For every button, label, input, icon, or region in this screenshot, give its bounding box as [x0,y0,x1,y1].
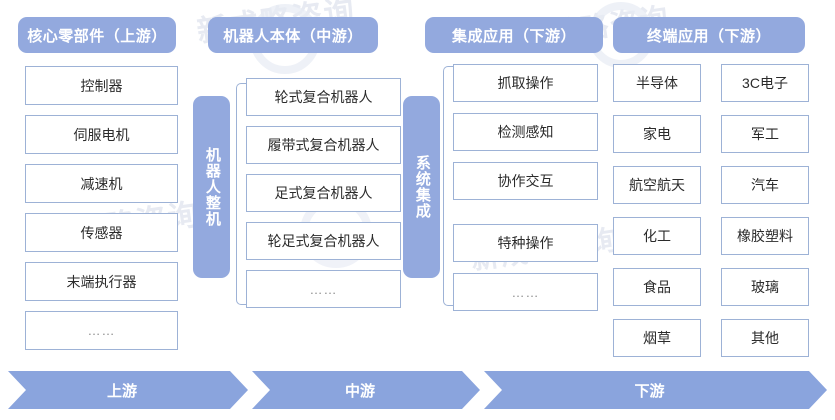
bracket-connector-integration [443,66,453,306]
side-label-robot-body-text: 机器人整机 [203,147,221,227]
item-box-integration[interactable]: 协作交互 [453,162,598,200]
column-header-upstream: 核心零部件（上游） [18,17,176,53]
item-box-midstream-ellipsis[interactable]: …… [246,270,401,308]
item-box-upstream-ellipsis[interactable]: …… [25,311,178,350]
flow-segment-midstream: 中游 [252,371,480,409]
item-box-terminal-right[interactable]: 军工 [721,115,809,153]
item-box-midstream[interactable]: 足式复合机器人 [246,174,401,212]
column-header-integration: 集成应用（下游） [425,17,603,53]
item-box-upstream[interactable]: 伺服电机 [25,115,178,154]
item-box-upstream[interactable]: 传感器 [25,213,178,252]
item-box-integration[interactable]: 抓取操作 [453,64,598,102]
item-box-terminal-left[interactable]: 烟草 [613,319,701,357]
column-header-midstream: 机器人本体（中游） [208,17,378,53]
side-label-system-integration-text: 系统集成 [413,155,431,219]
item-box-terminal-left[interactable]: 食品 [613,268,701,306]
item-box-terminal-left[interactable]: 航空航天 [613,166,701,204]
item-box-terminal-right[interactable]: 玻璃 [721,268,809,306]
item-box-terminal-right[interactable]: 汽车 [721,166,809,204]
item-box-terminal-left[interactable]: 家电 [613,115,701,153]
item-box-integration[interactable]: 检测感知 [453,113,598,151]
item-box-integration[interactable]: 特种操作 [453,224,598,262]
item-box-terminal-left[interactable]: 半导体 [613,64,701,102]
item-box-upstream[interactable]: 末端执行器 [25,262,178,301]
side-label-system-integration: 系统集成 [403,96,440,278]
item-box-midstream[interactable]: 轮足式复合机器人 [246,222,401,260]
item-box-terminal-right[interactable]: 橡胶塑料 [721,217,809,255]
item-box-upstream[interactable]: 减速机 [25,164,178,203]
flow-segment-downstream: 下游 [484,371,827,409]
item-box-midstream[interactable]: 轮式复合机器人 [246,78,401,116]
flow-segment-midstream-label: 中游 [344,382,375,400]
column-header-terminal: 终端应用（下游） [613,17,805,53]
item-box-terminal-right[interactable]: 其他 [721,319,809,357]
item-box-upstream[interactable]: 控制器 [25,66,178,105]
side-label-robot-body: 机器人整机 [193,96,230,278]
item-box-terminal-left[interactable]: 化工 [613,217,701,255]
item-box-integration-ellipsis[interactable]: …… [453,273,598,311]
bracket-connector-midstream [236,83,246,305]
flow-segment-upstream: 上游 [8,371,248,409]
item-box-terminal-right[interactable]: 3C电子 [721,64,809,102]
flow-segment-downstream-label: 下游 [634,382,665,400]
item-box-midstream[interactable]: 履带式复合机器人 [246,126,401,164]
flow-segment-upstream-label: 上游 [106,382,137,400]
